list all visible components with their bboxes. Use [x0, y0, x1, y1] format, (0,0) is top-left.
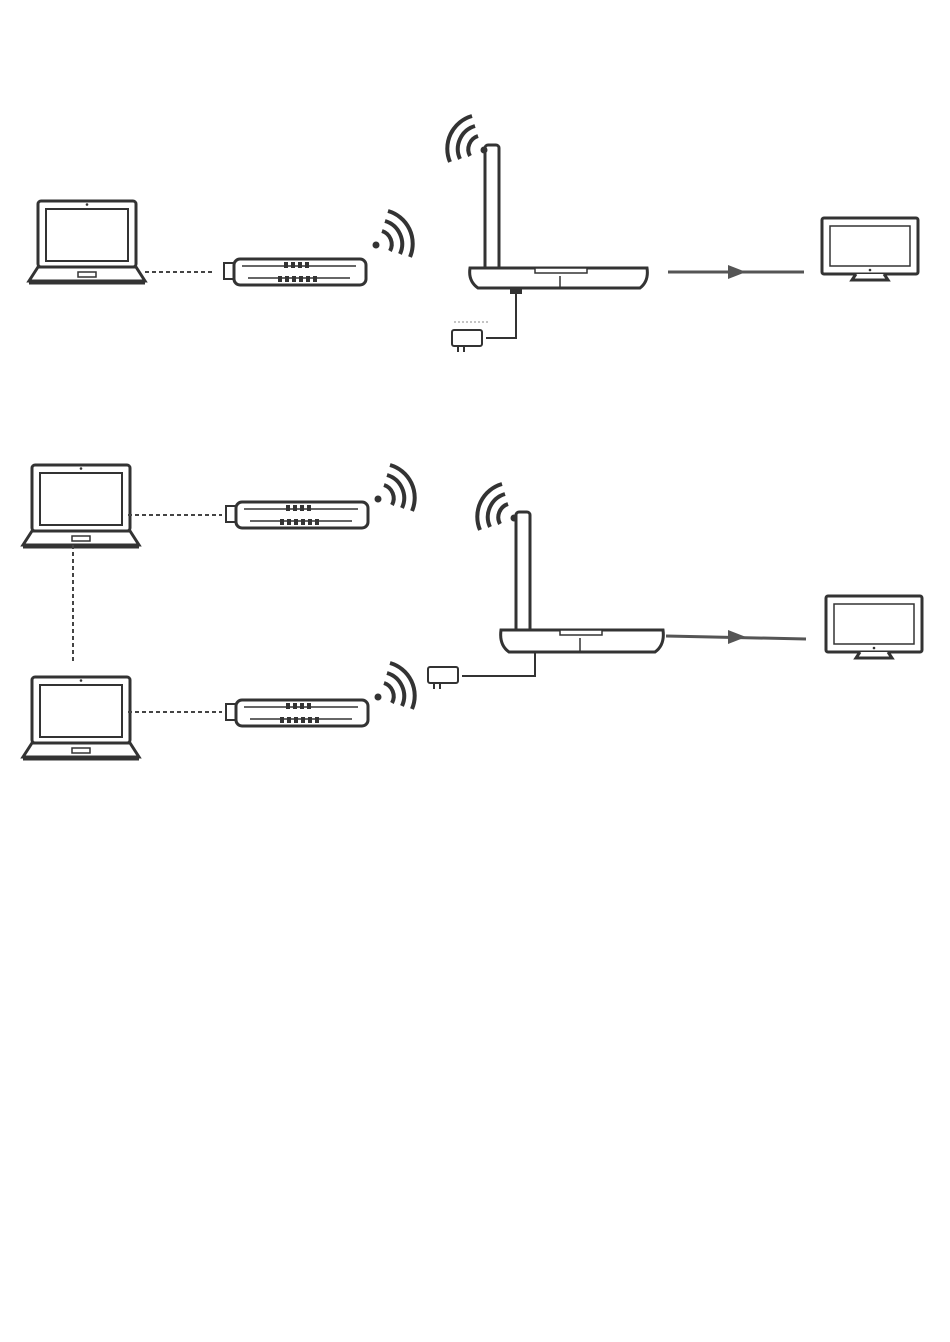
power-cable	[486, 294, 516, 338]
monitor-icon	[822, 218, 918, 280]
receiver-icon	[447, 116, 647, 294]
usb-dongle-icon	[226, 700, 368, 726]
output-arrow	[666, 630, 806, 644]
laptop-icon	[29, 201, 145, 283]
wifi-signal-icon	[447, 116, 487, 162]
monitor-icon	[826, 596, 922, 658]
power-cable	[462, 652, 535, 676]
wifi-signal-icon	[373, 211, 413, 257]
wifi-signal-icon	[375, 465, 415, 511]
usb-dongle-icon	[224, 259, 366, 285]
power-adapter-icon	[452, 330, 482, 352]
wifi-signal-icon	[375, 663, 415, 709]
wifi-signal-icon	[477, 484, 517, 530]
laptop-icon	[23, 465, 139, 547]
output-arrow	[668, 265, 804, 279]
laptop-icon	[23, 677, 139, 759]
receiver-icon	[477, 484, 663, 652]
power-adapter-icon	[428, 667, 458, 689]
usb-dongle-icon	[226, 502, 368, 528]
scenario-single	[29, 116, 918, 352]
scenario-dual	[23, 465, 922, 759]
